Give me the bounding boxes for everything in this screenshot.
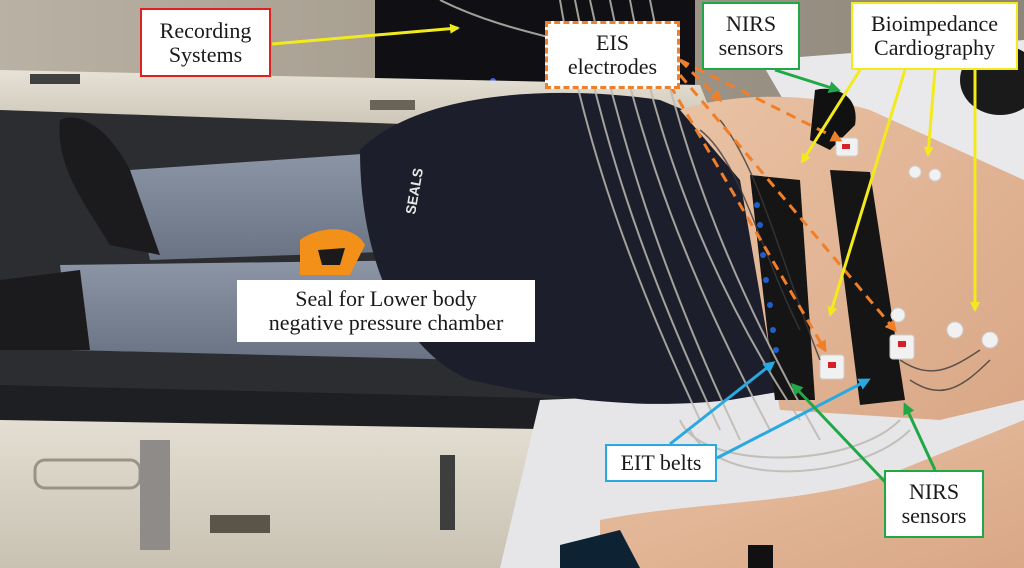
label-line: Cardiography <box>874 35 995 60</box>
label-line: EIT belts <box>620 450 702 476</box>
label-line: Bioimpedance <box>870 11 999 37</box>
label-line: sensors <box>901 503 967 528</box>
garment-logo-text: SEALS <box>402 167 426 216</box>
label-bioimpedance-cardiography: Bioimpedance Cardiography <box>851 2 1018 70</box>
label-line: electrodes <box>567 54 658 79</box>
label-line: sensors <box>718 35 784 60</box>
label-eis-electrodes: EIS electrodes <box>545 21 680 89</box>
label-eit-belts: EIT belts <box>605 444 717 482</box>
label-line: EIS <box>596 30 629 56</box>
label-line: negative pressure chamber <box>268 310 504 335</box>
label-nirs-sensors-bottom: NIRS sensors <box>884 470 984 538</box>
label-line: NIRS <box>725 11 777 37</box>
label-line: NIRS <box>908 479 960 505</box>
label-seal-lbnp-chamber: Seal for Lower body negative pressure ch… <box>237 280 535 342</box>
label-nirs-sensors-top: NIRS sensors <box>702 2 800 70</box>
label-line: Seal for Lower body <box>295 286 477 312</box>
label-line: Systems <box>168 41 243 67</box>
label-recording-systems: Recording Systems <box>140 8 271 77</box>
label-line: Recording <box>159 17 252 43</box>
